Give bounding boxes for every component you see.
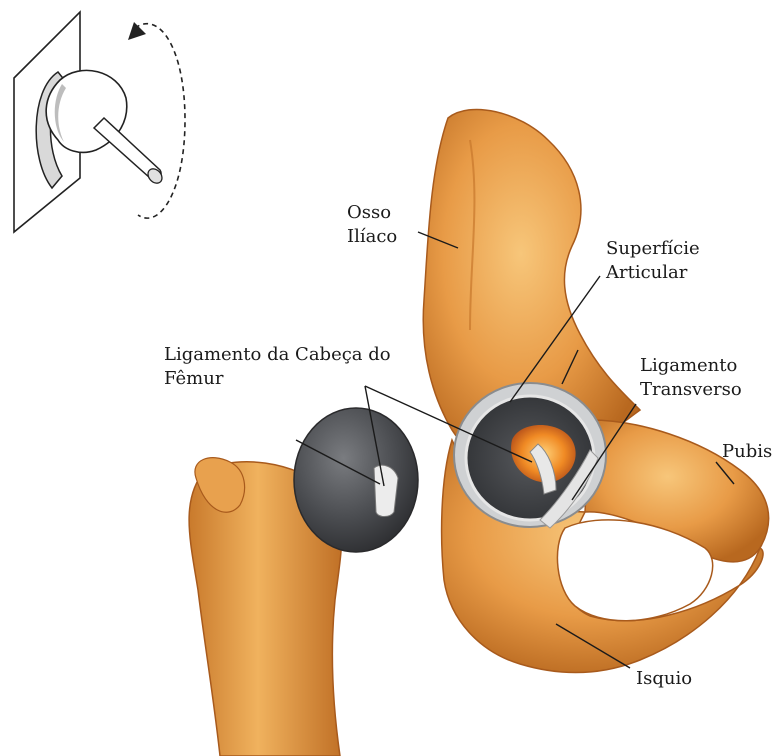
label-ligamento-transverso-line2: Transverso — [640, 378, 742, 402]
label-pubis: Pubis — [722, 440, 772, 464]
label-ligamento-cabeca-femur-line2: Fêmur — [164, 367, 391, 391]
label-ligamento-cabeca-femur: Ligamento da Cabeça do Fêmur — [164, 343, 391, 391]
femur — [189, 408, 418, 756]
label-osso-iliaco-line2: Ilíaco — [347, 225, 397, 249]
label-superficie-articular: Superfície Articular — [606, 237, 700, 285]
label-superficie-articular-line2: Articular — [606, 261, 700, 285]
label-osso-iliaco: Osso Ilíaco — [347, 201, 397, 249]
ball-and-socket-joint-icon — [14, 12, 165, 232]
femoral-head-ligament — [374, 465, 398, 516]
label-isquio: Isquio — [636, 667, 692, 691]
acetabulum — [454, 383, 606, 528]
label-osso-iliaco-line1: Osso — [347, 201, 397, 225]
label-superficie-articular-line1: Superfície — [606, 237, 700, 261]
label-ligamento-transverso-line1: Ligamento — [640, 354, 742, 378]
label-ligamento-transverso: Ligamento Transverso — [640, 354, 742, 402]
rotation-arrow-icon — [128, 22, 185, 218]
label-ligamento-cabeca-femur-line1: Ligamento da Cabeça do — [164, 343, 391, 367]
femoral-head — [294, 408, 418, 552]
